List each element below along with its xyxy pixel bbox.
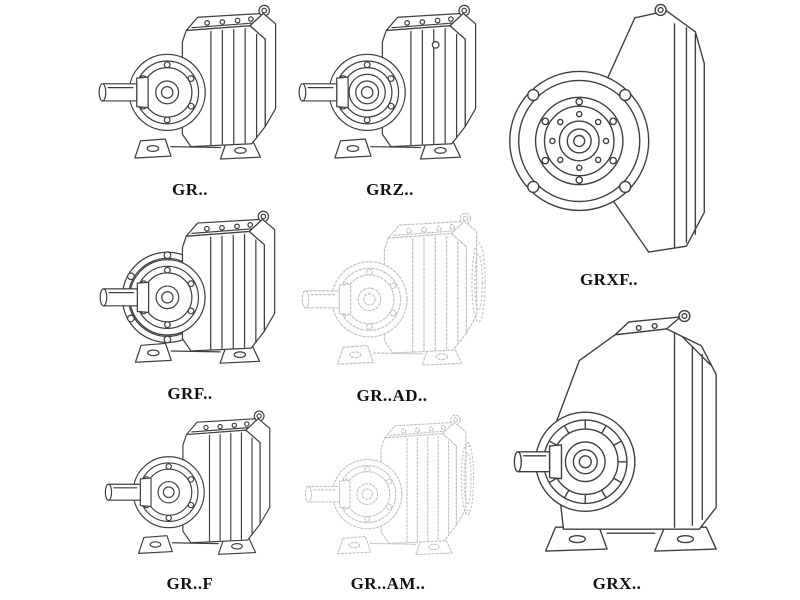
model-grf: GRF..: [88, 208, 292, 408]
gearbox-drawing-grx-icon: [498, 296, 736, 572]
model-gr-f: GR..F: [88, 408, 292, 598]
model-grz: GRZ..: [292, 2, 488, 204]
model-label-grf: GRF..: [167, 384, 213, 403]
model-label-grx: GRX..: [592, 574, 642, 593]
gearbox-drawing-grf-icon: [88, 208, 292, 382]
model-gr: GR..: [88, 2, 292, 204]
model-gr-ad: GR..AD..: [288, 210, 496, 410]
gearbox-drawing-gr-icon: [88, 2, 292, 178]
model-label-gr-am: GR..AM..: [350, 574, 426, 593]
gearbox-drawing-gr-ad-icon: [288, 210, 496, 384]
model-gr-am: GR..AM..: [288, 412, 488, 598]
gearbox-drawing-grxf-icon: [498, 2, 720, 268]
model-label-grz: GRZ..: [366, 180, 414, 199]
model-grxf: GRXF..: [498, 2, 720, 294]
model-grx: GRX..: [498, 296, 736, 598]
gearbox-drawing-grz-icon: [292, 2, 488, 178]
model-label-grxf: GRXF..: [579, 270, 639, 289]
model-label-gr-f: GR..F: [166, 574, 214, 593]
model-label-gr: GR..: [172, 180, 208, 199]
gearbox-drawing-gr-f-icon: [88, 408, 292, 572]
model-label-gr-ad: GR..AD..: [356, 386, 428, 405]
gearbox-drawing-gr-am-icon: [288, 412, 488, 572]
